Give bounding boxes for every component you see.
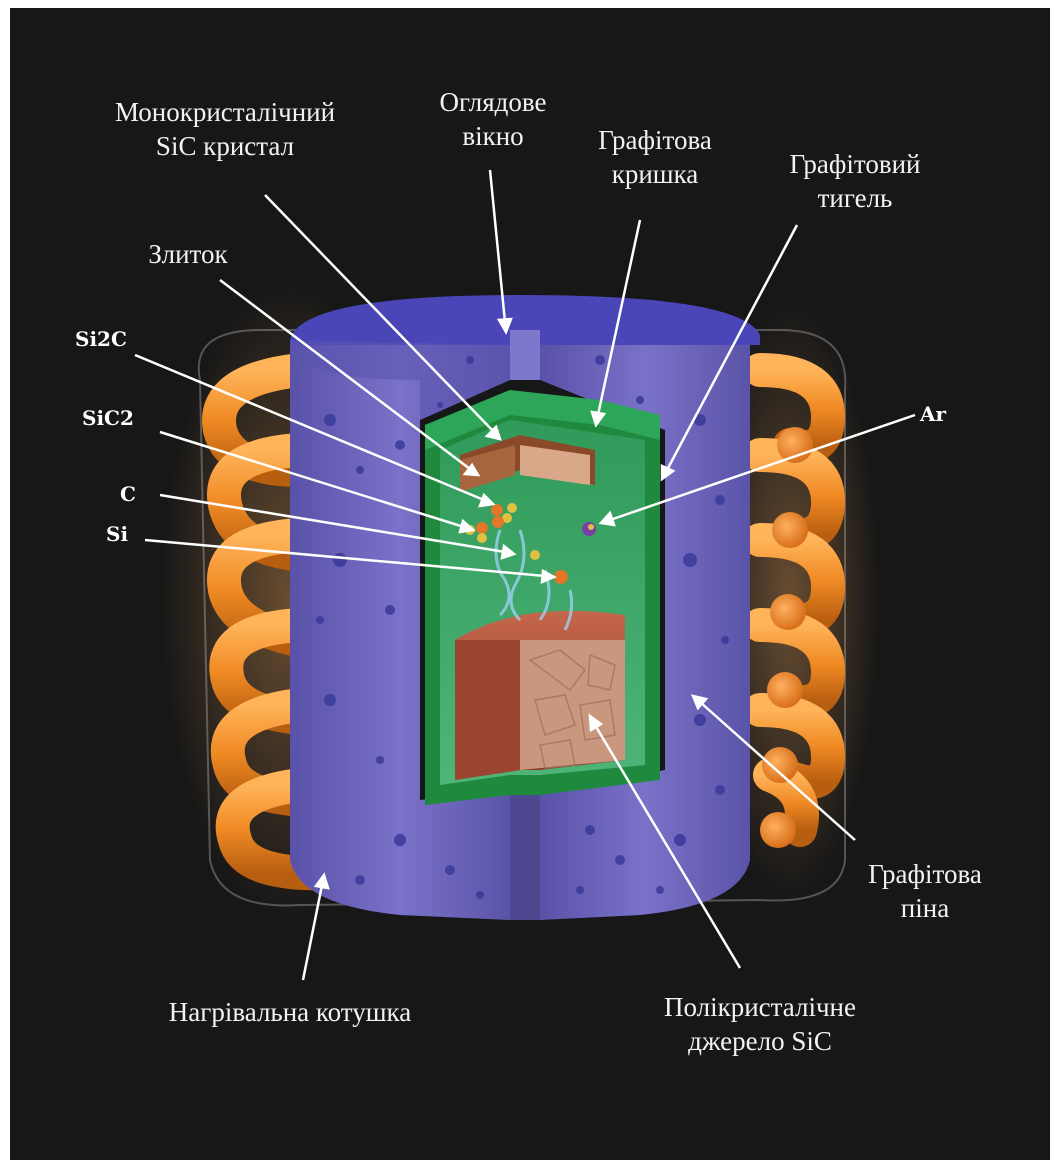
label-monocrystal-line-1: Монокристалічний: [80, 95, 370, 129]
label-source-line-1: Полікристалічне: [615, 990, 905, 1024]
sic-source: [455, 611, 625, 780]
label-lid: Графітова кришка: [575, 123, 735, 191]
label-coil: Нагрівальна котушка: [120, 995, 460, 1029]
label-c: C: [120, 482, 136, 506]
label-monocrystal: Монокристалічний SiC кристал: [80, 95, 370, 163]
label-ingot: Злиток: [128, 237, 248, 271]
label-foam-line-1: Графітова: [830, 857, 1020, 891]
label-window: Оглядове вікно: [408, 85, 578, 153]
label-crucible-line-1: Графітовий: [760, 147, 950, 181]
label-si2c: Si2C: [75, 327, 127, 351]
label-sic2: SiC2: [82, 406, 134, 430]
label-window-line-2: вікно: [408, 119, 578, 153]
label-lid-line-1: Графітова: [575, 123, 735, 157]
label-foam: Графітова піна: [830, 857, 1020, 925]
label-si: Si: [106, 522, 128, 546]
label-monocrystal-line-2: SiC кристал: [80, 129, 370, 163]
label-crucible-line-2: тигель: [760, 181, 950, 215]
label-foam-line-2: піна: [830, 891, 1020, 925]
label-lid-line-2: кришка: [575, 157, 735, 191]
label-source: Полікристалічне джерело SiC: [615, 990, 905, 1058]
label-source-line-2: джерело SiC: [615, 1024, 905, 1058]
label-ar: Ar: [920, 402, 946, 426]
label-window-line-1: Оглядове: [408, 85, 578, 119]
label-crucible: Графітовий тигель: [760, 147, 950, 215]
